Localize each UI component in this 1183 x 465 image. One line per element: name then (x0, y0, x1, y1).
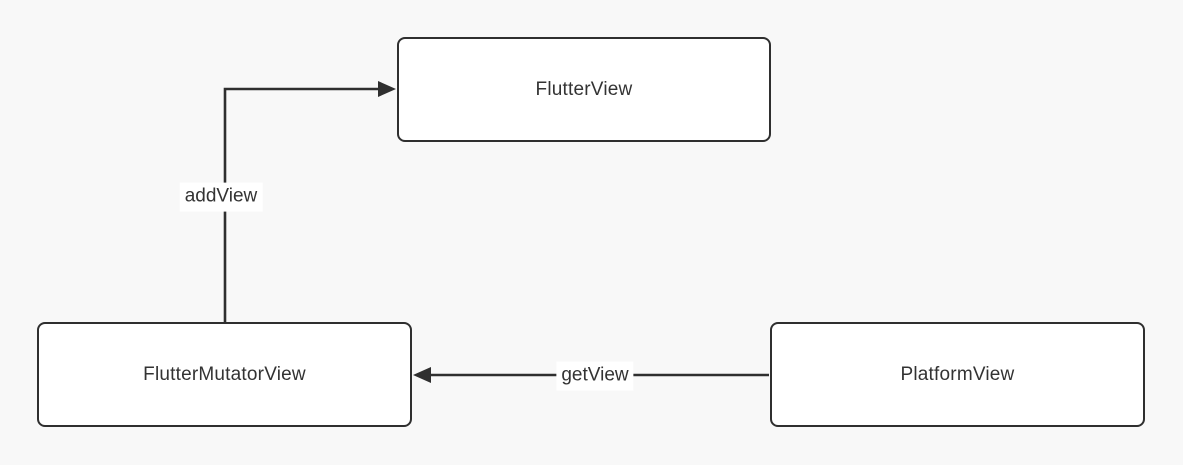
edge-label-addview: addView (179, 182, 263, 212)
node-fluttermutatorview-label: FlutterMutatorView (143, 363, 306, 385)
edge-addview-arrowhead-icon (378, 81, 396, 97)
edge-addview-line (223, 87, 380, 323)
edge-label-getview: getView (556, 361, 634, 391)
node-platformview-label: PlatformView (900, 363, 1015, 385)
node-flutterview: FlutterView (397, 37, 771, 142)
node-platformview: PlatformView (770, 322, 1145, 427)
node-fluttermutatorview: FlutterMutatorView (37, 322, 412, 427)
edge-addview (223, 81, 396, 323)
node-flutterview-label: FlutterView (535, 78, 633, 100)
edge-getview-arrowhead-icon (413, 367, 431, 383)
